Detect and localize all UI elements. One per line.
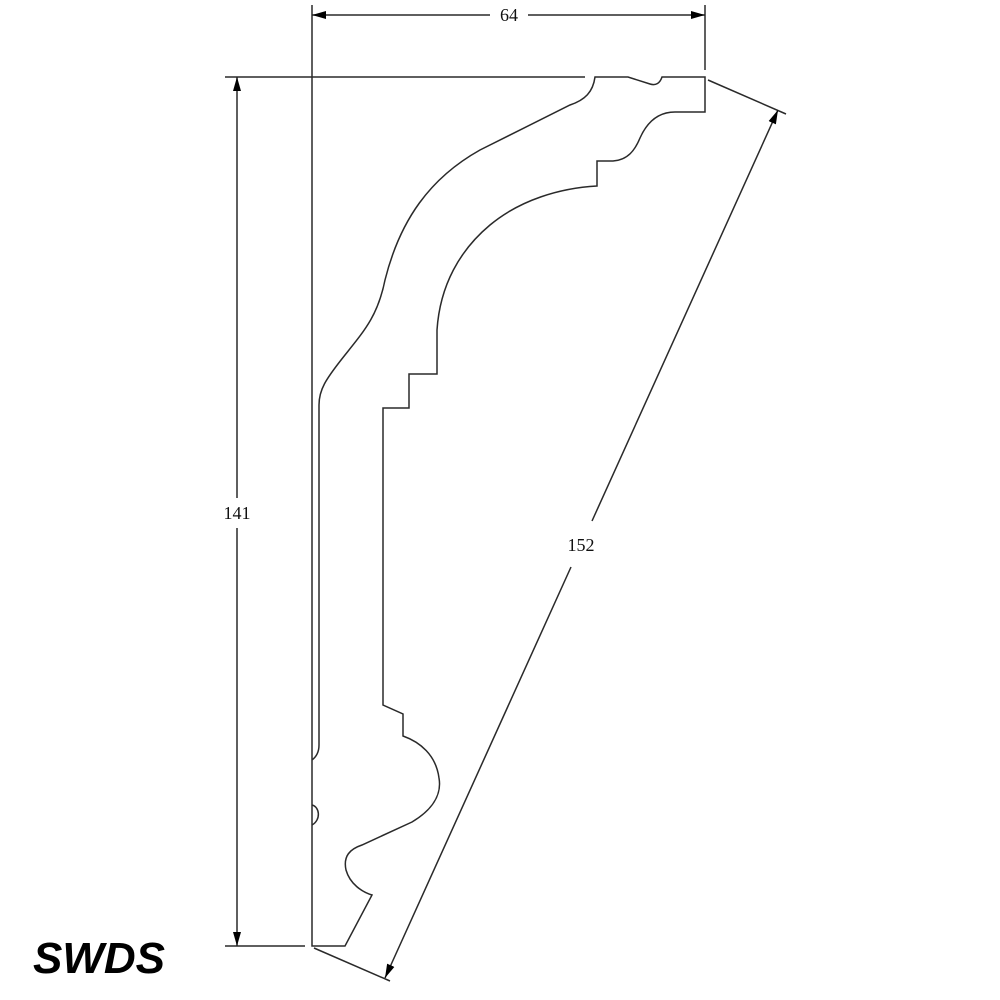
extension-line-diagonal-top — [707, 79, 787, 115]
extension-line-diagonal-bottom — [313, 947, 391, 982]
cornice-profile-outline — [311, 5, 706, 947]
dimension-diagonal-label: 152 — [568, 535, 595, 555]
dimension-width-label: 64 — [500, 5, 518, 25]
bead-notch — [311, 804, 320, 826]
swds-logo: SWDS — [33, 934, 165, 983]
dimension-height-label: 141 — [224, 503, 251, 523]
dimension-line-diagonal-bottom — [384, 566, 572, 979]
dimension-line-diagonal-top — [591, 109, 779, 522]
